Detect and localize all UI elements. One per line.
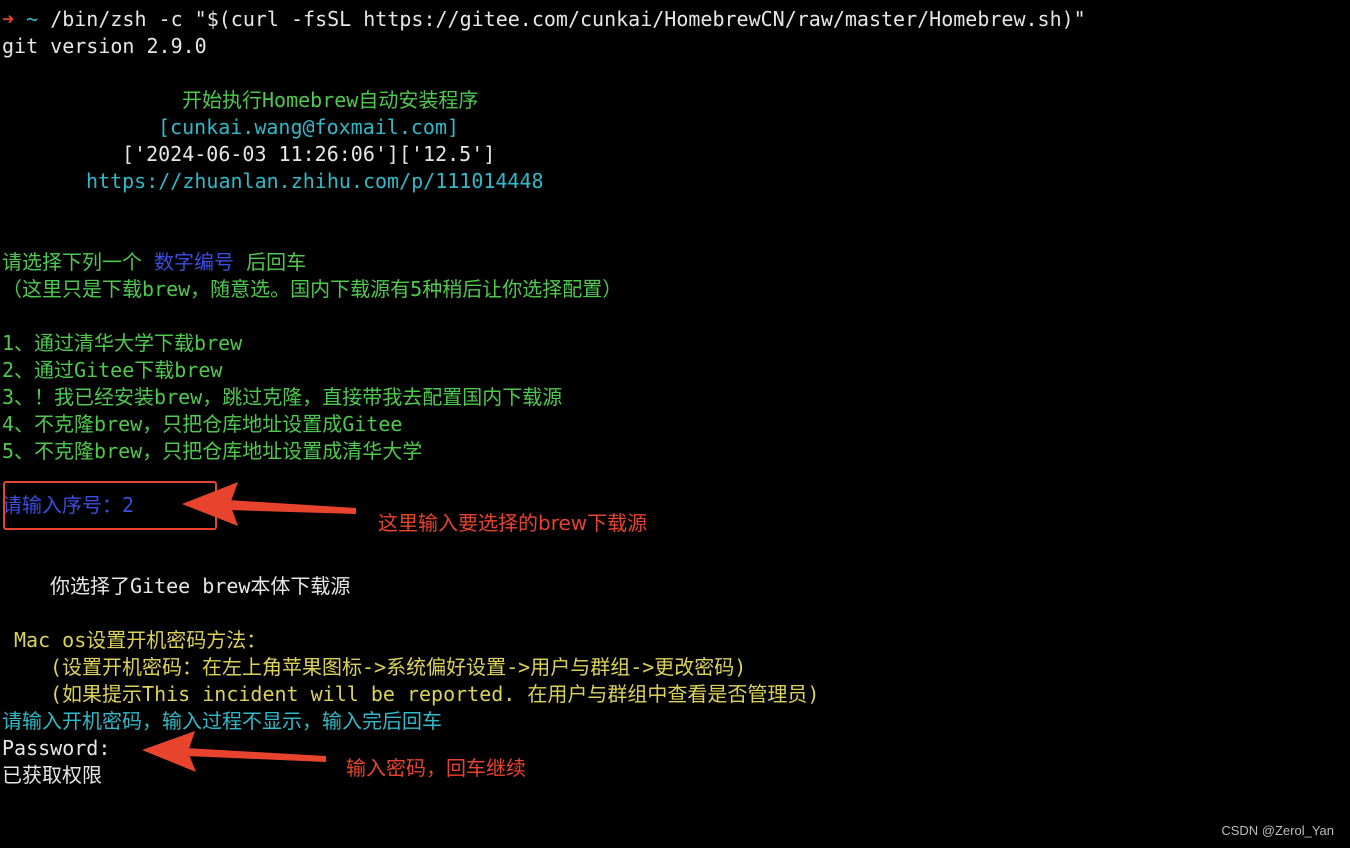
select-prompt-note: （这里只是下载brew，随意选。国内下载源有5种稍后让你选择配置） [2, 277, 623, 301]
prompt-arrow-icon: ➜ [2, 7, 15, 31]
option-2: 2、通过Gitee下载brew [2, 358, 223, 382]
select-prompt-before: 请选择下列一个 [2, 250, 155, 274]
banner-url[interactable]: https://zhuanlan.zhihu.com/p/111014448 [86, 169, 544, 193]
selected-source-message: 你选择了Gitee brew本体下载源 [50, 574, 351, 598]
option-3: 3、！我已经安装brew，跳过克隆，直接带我去配置国内下载源 [2, 385, 563, 409]
select-prompt-after: 后回车 [234, 250, 307, 274]
select-prompt-line: 请选择下列一个 数字编号 后回车 [2, 249, 306, 276]
banner-email: [cunkai.wang@foxmail.com] [158, 115, 460, 139]
banner-datetime: ['2024-06-03 11:26:06']['12.5'] [122, 142, 496, 166]
permission-granted-line: 已获取权限 [2, 763, 102, 787]
banner-title: 开始执行Homebrew自动安装程序 [182, 88, 479, 112]
mac-password-heading: Mac os设置开机密码方法： [14, 628, 267, 652]
annotation-select-note: 这里输入要选择的brew下载源 [378, 511, 648, 535]
command-line: ➜ ~ /bin/zsh -c "$(curl -fsSL https://gi… [2, 6, 1086, 33]
git-version-line: git version 2.9.0 [2, 34, 207, 58]
password-prompt: 请输入开机密码，输入过程不显示，输入完后回车 [2, 709, 442, 733]
csdn-watermark: CSDN @Zerol_Yan [1221, 823, 1334, 838]
mac-password-hint-2: (如果提示This incident will be reported. 在用户… [50, 682, 820, 706]
input-highlight-box [3, 481, 217, 530]
mac-password-hint-1: (设置开机密码：在左上角苹果图标->系统偏好设置->用户与群组->更改密码) [50, 655, 747, 679]
password-input-line[interactable]: Password: [2, 736, 111, 760]
option-4: 4、不克隆brew，只把仓库地址设置成Gitee [2, 412, 403, 436]
select-prompt-highlight: 数字编号 [154, 250, 235, 274]
command-text: /bin/zsh -c "$(curl -fsSL https://gitee.… [50, 7, 1086, 31]
annotation-password-note: 输入密码，回车继续 [346, 756, 526, 780]
prompt-cwd: ~ [26, 7, 39, 31]
option-1: 1、通过清华大学下载brew [2, 331, 243, 355]
sequence-input-prompt[interactable]: 请输入序号：2 [2, 493, 135, 517]
option-5: 5、不克隆brew，只把仓库地址设置成清华大学 [2, 439, 423, 463]
